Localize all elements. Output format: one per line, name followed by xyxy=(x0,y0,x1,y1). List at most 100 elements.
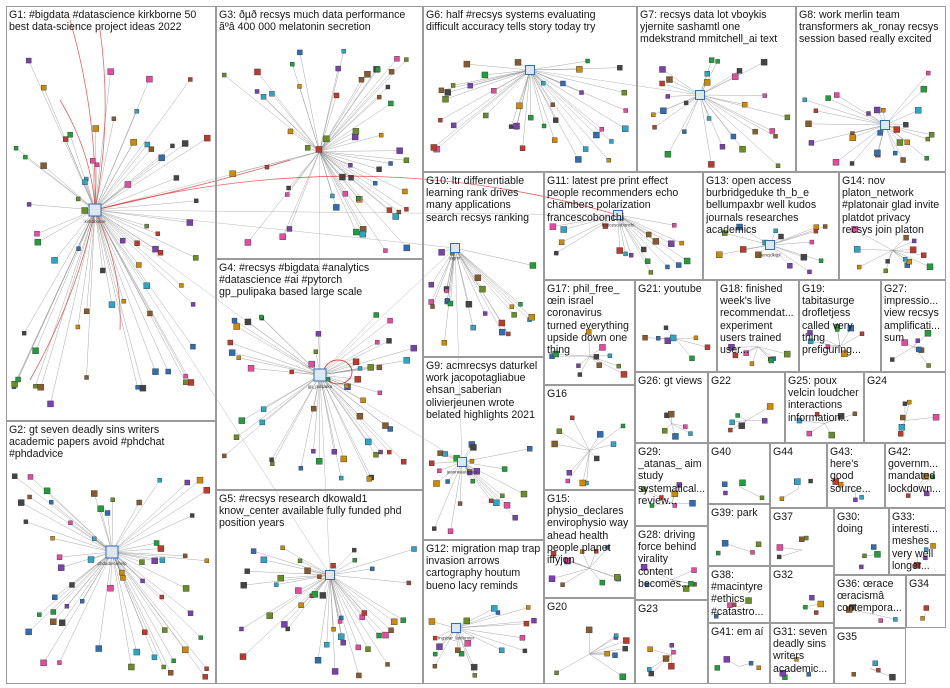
group-box-g27 xyxy=(881,280,946,372)
node-g29-2 xyxy=(689,500,696,507)
node-g7-14 xyxy=(660,107,667,114)
node-g19-3 xyxy=(835,327,840,332)
node-g9-19 xyxy=(437,450,443,456)
group-box-g29 xyxy=(635,443,708,526)
node-g16-4 xyxy=(556,428,563,434)
node-g25-4 xyxy=(806,430,813,437)
edge-g3-50 xyxy=(319,150,400,152)
edge-g4-31 xyxy=(230,342,321,376)
node-g23-0 xyxy=(669,643,675,648)
edge-g1-52 xyxy=(28,60,96,211)
edge-g21-1 xyxy=(675,338,693,359)
node-g31-2 xyxy=(779,670,787,677)
node-g5-11 xyxy=(260,556,268,564)
node-g6-31 xyxy=(617,64,623,71)
node-g6-27 xyxy=(579,90,584,95)
node-g5-33 xyxy=(385,662,390,667)
edge-g5-13 xyxy=(329,574,392,631)
node-g7-1 xyxy=(752,128,758,135)
node-g2-34 xyxy=(151,654,158,661)
node-g2-37 xyxy=(27,474,34,480)
node-g7-25 xyxy=(708,57,715,63)
node-g25-2 xyxy=(837,413,845,420)
edge-g1-24 xyxy=(94,79,191,211)
node-g12-0 xyxy=(433,651,438,657)
cross-edge-2 xyxy=(94,209,456,249)
edge-g5-1 xyxy=(326,574,331,645)
edge-g2-13 xyxy=(111,551,206,677)
node-g6-1 xyxy=(553,117,559,123)
node-g16-5 xyxy=(596,431,604,438)
node-g5-29 xyxy=(390,618,398,625)
node-g6-19 xyxy=(519,145,526,151)
group-box-g41 xyxy=(708,623,770,684)
node-g9-10 xyxy=(447,528,454,534)
node-g3-35 xyxy=(364,71,371,78)
node-g18-2 xyxy=(784,350,791,358)
node-g13-2 xyxy=(740,246,747,253)
edge-g10-6 xyxy=(454,247,530,321)
node-g6-2 xyxy=(514,59,522,66)
node-g17-0 xyxy=(577,372,583,377)
node-g6-33 xyxy=(623,108,628,113)
node-g9-4 xyxy=(512,515,518,521)
edge-g15-9 xyxy=(581,551,590,569)
edge-g1-68 xyxy=(94,71,111,211)
node-g4-30 xyxy=(344,383,349,389)
edge-g11-18 xyxy=(617,214,675,226)
node-g10-20 xyxy=(479,285,486,293)
edge-g6-35 xyxy=(529,69,597,136)
group-box-g22 xyxy=(708,372,785,443)
node-g20-2 xyxy=(619,673,626,680)
edge-g7-22 xyxy=(699,94,773,132)
edge-g6-17 xyxy=(516,69,531,127)
node-g1-13 xyxy=(136,262,142,268)
edge-g6-16 xyxy=(529,69,532,118)
node-g9-3 xyxy=(470,478,475,484)
node-g3-45 xyxy=(377,94,382,100)
node-g17-1 xyxy=(596,362,602,368)
node-g11-11 xyxy=(683,257,691,265)
node-g2-60 xyxy=(198,635,203,640)
edge-g2-32 xyxy=(111,479,201,553)
edge-g7-26 xyxy=(662,69,701,96)
node-g3-17 xyxy=(323,135,330,143)
node-g4-27 xyxy=(298,466,304,471)
edge-g8-18 xyxy=(804,99,886,126)
node-g2-43 xyxy=(142,629,148,635)
node-g7-17 xyxy=(703,79,711,86)
group-box-g35 xyxy=(834,628,906,684)
node-g2-18 xyxy=(161,664,166,670)
node-g20-0 xyxy=(554,670,559,676)
edge-g10-3 xyxy=(454,247,486,314)
node-g7-24 xyxy=(682,129,687,134)
edge-g5-22 xyxy=(247,570,331,576)
edge-g8-21 xyxy=(884,72,929,126)
node-g4-41 xyxy=(352,358,360,366)
node-g6-13 xyxy=(491,88,497,94)
node-g3-30 xyxy=(254,89,260,94)
group-box-g26 xyxy=(635,372,708,443)
node-g11-14 xyxy=(616,247,623,254)
node-g9-12 xyxy=(445,479,450,484)
group-box-g38 xyxy=(708,566,770,623)
edge-g21-4 xyxy=(675,338,708,348)
edge-g2-51 xyxy=(66,551,113,607)
node-g20-5 xyxy=(623,637,630,644)
node-g13-6 xyxy=(809,239,815,245)
edge-g1-64 xyxy=(65,138,96,211)
node-g6-8 xyxy=(516,102,523,110)
edge-g2-12 xyxy=(52,538,113,553)
edge-g7-3 xyxy=(699,94,779,166)
cross-edge-6 xyxy=(319,374,331,576)
edge-g3-1 xyxy=(290,131,320,152)
edge-g5-11 xyxy=(263,559,331,576)
hub-node-g9 xyxy=(457,457,467,467)
node-g5-26 xyxy=(314,656,322,664)
edge-g5-34 xyxy=(329,574,363,618)
node-g3-34 xyxy=(376,166,382,172)
group-box-g11 xyxy=(544,172,703,280)
edge-g10-11 xyxy=(454,247,503,333)
node-g17-9 xyxy=(607,353,613,358)
node-g3-28 xyxy=(297,49,303,56)
